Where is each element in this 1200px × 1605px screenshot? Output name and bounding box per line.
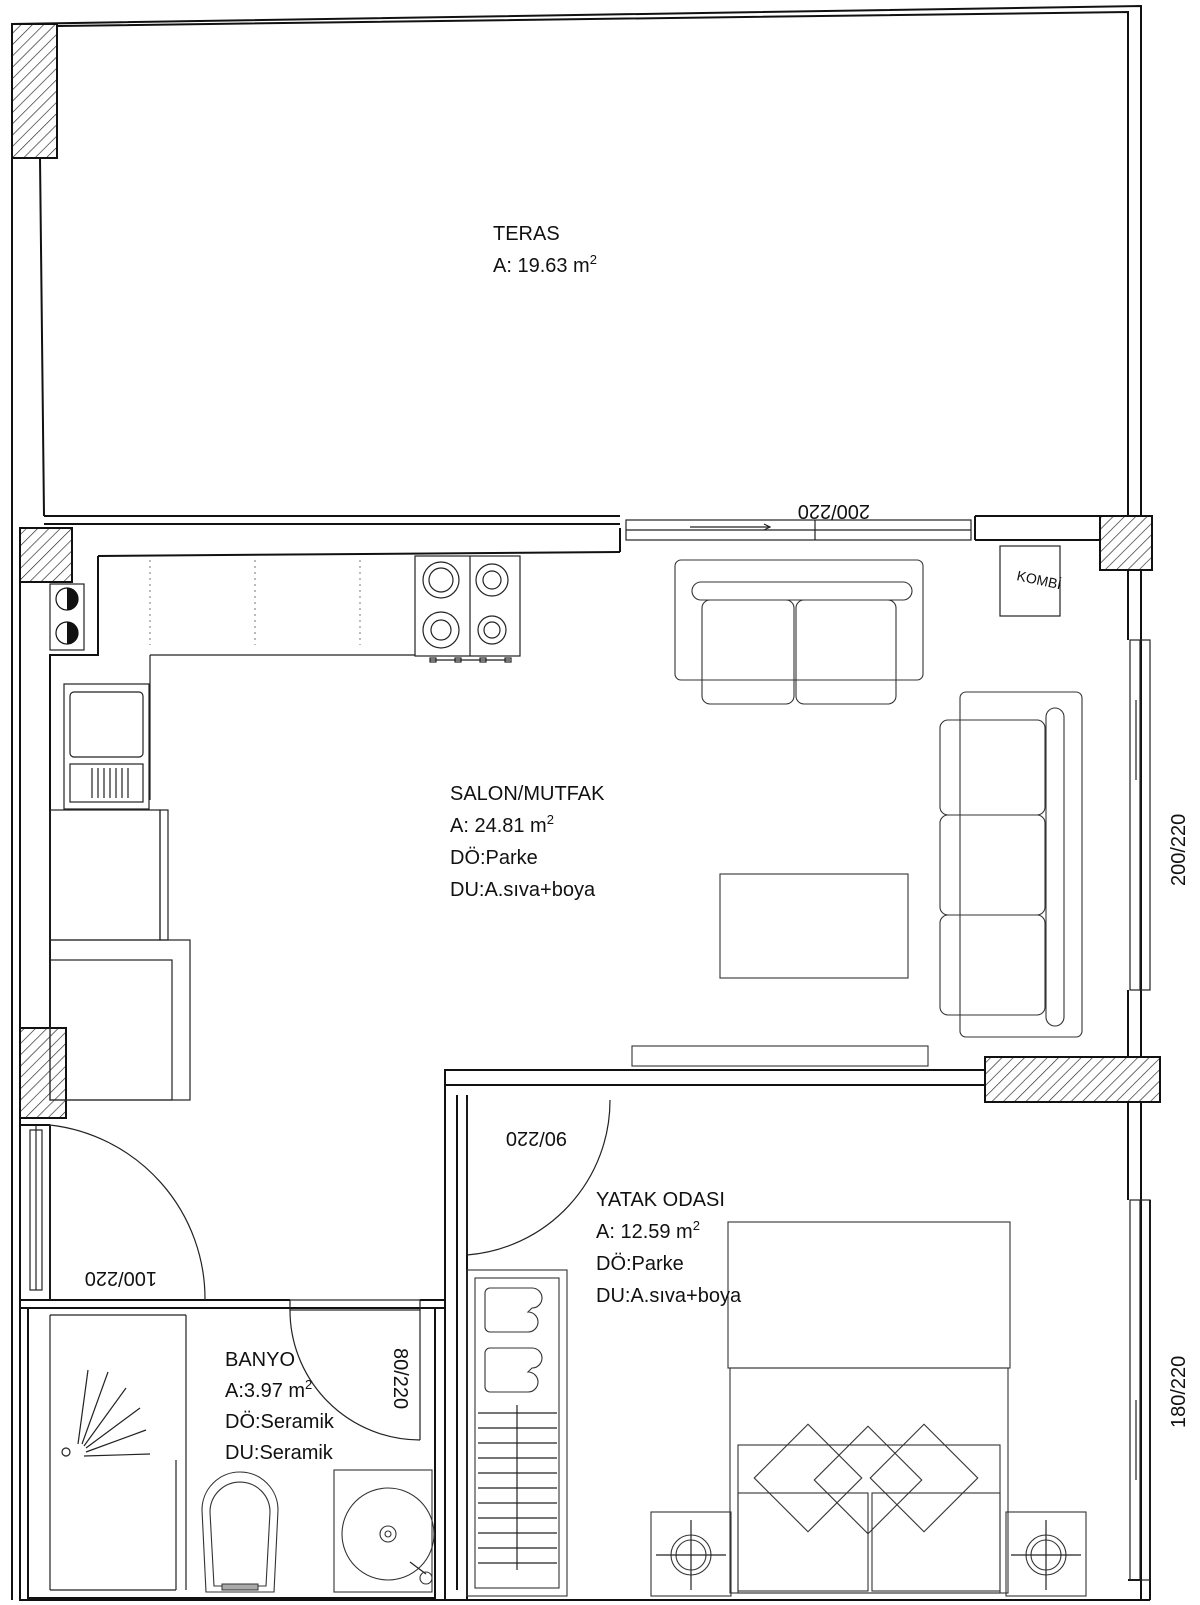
dim-teras-door: 200/220	[798, 500, 870, 522]
label-yatak: YATAK ODASI A: 12.59 m2 DÖ:Parke DU:A.sı…	[596, 1189, 742, 1307]
label-banyo: BANYO A:3.97 m2 DÖ:Seramik DU:Seramik	[225, 1349, 335, 1464]
bedroom-furniture	[466, 1221, 1087, 1597]
label-teras: TERAS A: 19.63 m2	[493, 223, 597, 277]
dim-salon-window: 200/220	[1168, 814, 1190, 886]
hangers	[478, 1405, 557, 1570]
kombi-label: KOMBİ	[1015, 566, 1063, 592]
teras-area: A: 19.63 m2	[493, 252, 597, 277]
banyo-floor: DÖ:Seramik	[225, 1411, 335, 1433]
kitchen	[49, 555, 521, 1101]
salon-floor: DÖ:Parke	[450, 847, 538, 869]
yatak-wall: DU:A.sıva+boya	[596, 1285, 742, 1307]
structural-columns	[11, 23, 1161, 1119]
teras-name: TERAS	[493, 223, 560, 245]
salon-name: SALON/MUTFAK	[450, 783, 605, 805]
yatak-floor: DÖ:Parke	[596, 1253, 684, 1275]
dim-entry-door: 100/220	[85, 1267, 157, 1289]
salon-area: A: 24.81 m2	[450, 812, 554, 837]
yatak-area: A: 12.59 m2	[596, 1218, 700, 1243]
dim-yatak-window: 180/220	[1168, 1356, 1190, 1428]
banyo-wall: DU:Seramik	[225, 1442, 334, 1464]
windows	[29, 519, 1151, 1581]
dim-banyo-door: 80/220	[389, 1348, 411, 1409]
salon-wall: DU:A.sıva+boya	[450, 879, 596, 901]
dim-yatak-door: 90/220	[506, 1127, 567, 1149]
banyo-area: A:3.97 m2	[225, 1377, 312, 1402]
doors	[49, 1099, 611, 1441]
bathroom-fixtures	[61, 1369, 435, 1593]
living-furniture	[631, 545, 1083, 1067]
yatak-name: YATAK ODASI	[596, 1189, 725, 1211]
label-salon: SALON/MUTFAK A: 24.81 m2 DÖ:Parke DU:A.s…	[450, 783, 605, 901]
banyo-name: BANYO	[225, 1349, 295, 1371]
